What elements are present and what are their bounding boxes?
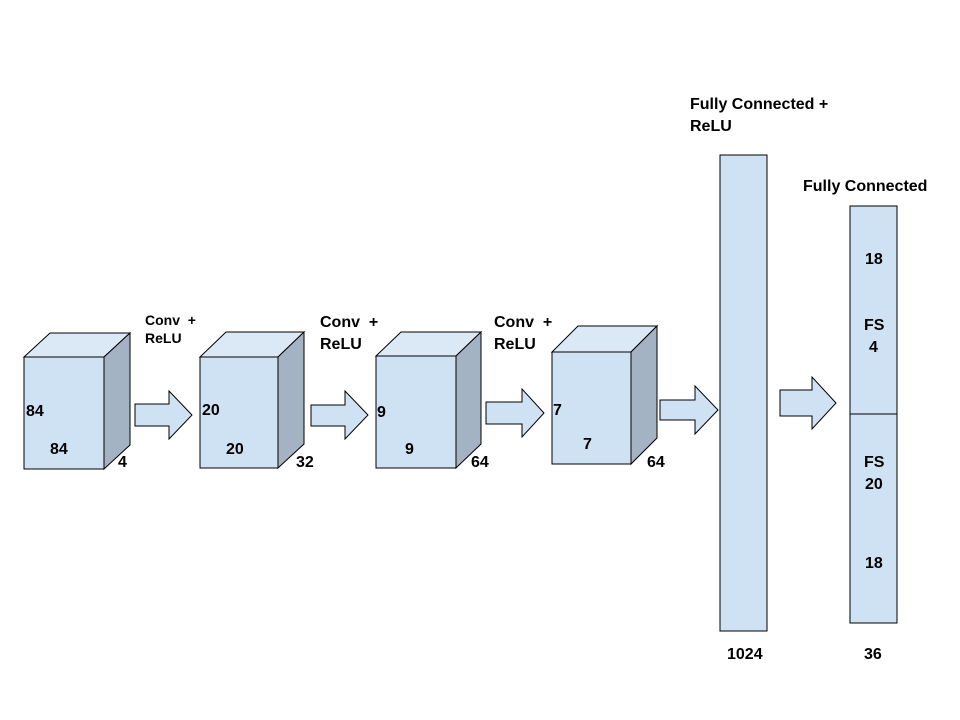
- conv-block-2: 20 20 32: [198, 330, 314, 471]
- fc1-title-line1: Fully Connected +: [690, 96, 828, 113]
- fc2-lower-fs-num: 20: [865, 476, 883, 493]
- fc2-size-label: 36: [864, 646, 882, 663]
- conv-label-1-line2: ReLU: [145, 330, 182, 346]
- fc2-upper-segment: [849, 205, 898, 415]
- block-2-height-label: 20: [202, 402, 220, 419]
- conv-block-1: 84 84 4: [22, 331, 132, 471]
- fc2-upper-fs-label: FS: [864, 317, 885, 334]
- arrow-3: [485, 387, 545, 439]
- block-1-width-label: 84: [50, 441, 68, 458]
- block-3-height-label: 9: [377, 404, 386, 421]
- conv-relu-label-1: Conv + ReLU: [145, 312, 196, 346]
- conv-label-3-line1: Conv +: [494, 314, 552, 331]
- fc1-size-label: 1024: [727, 646, 763, 663]
- block-2-depth-label: 32: [296, 454, 314, 471]
- conv-block-4: 7 7 64: [550, 324, 665, 471]
- fc-relu-layer: Fully Connected + ReLU 1024: [690, 96, 828, 663]
- fc1-bar: [719, 154, 768, 632]
- block-1-front: [23, 356, 105, 470]
- conv-label-2-line2: ReLU: [320, 336, 362, 353]
- block-2-front: [199, 356, 279, 469]
- conv-label-3-line2: ReLU: [494, 336, 536, 353]
- fc2-upper-fs-num: 4: [869, 339, 878, 356]
- block-4-width-label: 7: [583, 436, 592, 453]
- conv-block-3: 9 9 64: [374, 330, 489, 471]
- block-1-side: [103, 331, 131, 471]
- fc2-lower-fs-label: FS: [864, 454, 885, 471]
- block-3-width-label: 9: [405, 441, 414, 458]
- block-3-front: [375, 355, 457, 469]
- block-3-depth-label: 64: [471, 454, 489, 471]
- block-1-height-label: 84: [26, 403, 44, 420]
- arrow-1: [134, 389, 193, 441]
- block-3-side: [455, 330, 482, 470]
- fc2-title: Fully Connected: [803, 178, 927, 195]
- block-4-front: [551, 351, 632, 465]
- fc-output-layer: Fully Connected 18 FS 4 FS 20 18 36: [803, 178, 927, 663]
- fc2-lower-bottom-num: 18: [865, 555, 883, 572]
- block-2-width-label: 20: [226, 441, 244, 458]
- fc2-lower-segment: [849, 413, 898, 624]
- fc1-title-line2: ReLU: [690, 118, 732, 135]
- block-4-depth-label: 64: [647, 454, 665, 471]
- arrow-5: [779, 375, 837, 431]
- block-1-depth-label: 4: [118, 454, 127, 471]
- conv-label-1-line1: Conv +: [145, 312, 196, 328]
- conv-relu-label-3: Conv + ReLU: [494, 314, 552, 353]
- arrow-2: [310, 389, 369, 441]
- block-4-height-label: 7: [553, 402, 562, 419]
- conv-label-2-line1: Conv +: [320, 314, 378, 331]
- fc2-upper-top-num: 18: [865, 251, 883, 268]
- arrow-4: [659, 384, 719, 436]
- conv-relu-label-2: Conv + ReLU: [320, 314, 378, 353]
